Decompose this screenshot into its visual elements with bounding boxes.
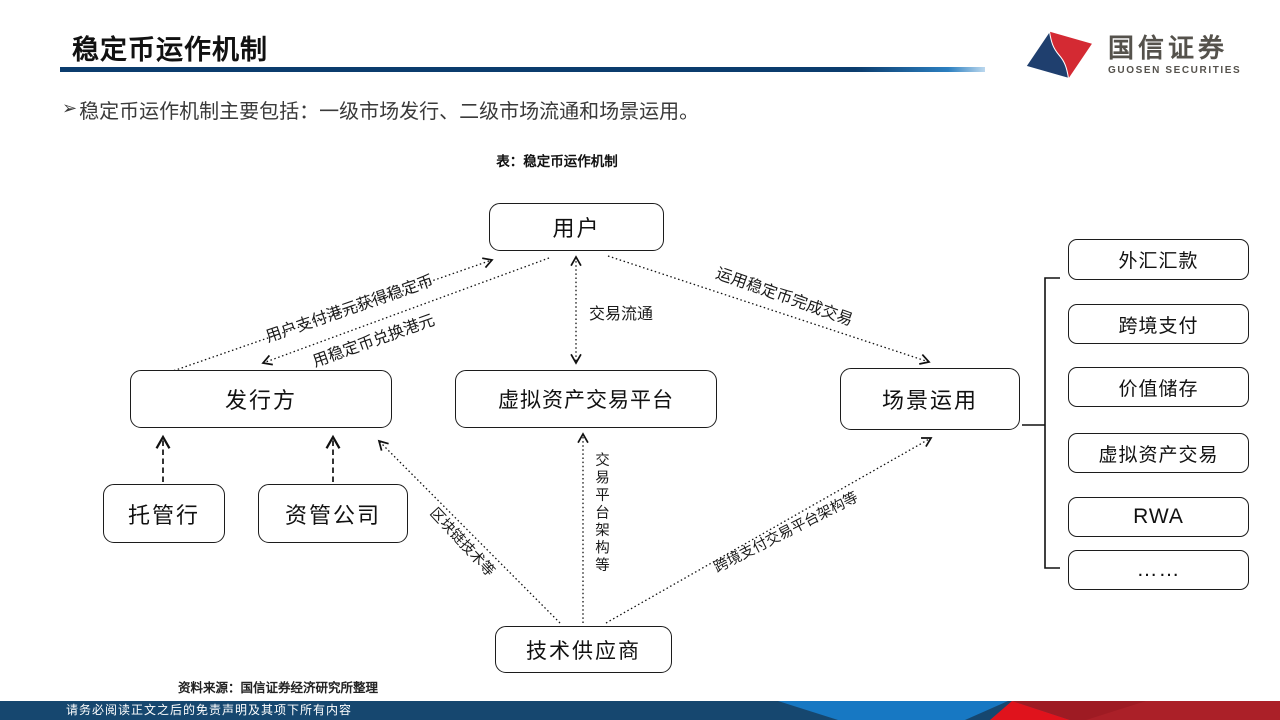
edge-label-use: 运用稳定币完成交易 [713,265,855,330]
logo-name-en: GUOSEN SECURITIES [1108,65,1242,77]
scenario-item-rwa: RWA [1068,497,1249,537]
edge-label-blockchain: 区块链技术等 [426,505,498,580]
logo: 国信证券 GUOSEN SECURITIES [1020,28,1241,82]
node-user: 用户 [489,203,664,251]
footer-disclaimer: 请务必阅读正文之后的免责声明及其项下所有内容 [66,703,353,717]
scenario-item-crossborder: 跨境支付 [1068,304,1249,344]
node-custodian: 托管行 [103,484,225,543]
edge-label-crossborder-arch: 跨境支付交易平台架构等 [711,489,861,577]
source-note: 资料来源：国信证券经济研究所整理 [178,681,379,695]
key-point: ➢ 稳定币运作机制主要包括：一级市场发行、二级市场流通和场景运用。 [62,95,822,124]
edge-label-platform-arch: 交易平台架构等 [593,452,609,575]
page-title: 稳定币运作机制 [72,35,268,65]
footer-decoration [778,701,1280,720]
scenario-item-remittance: 外汇汇款 [1068,239,1249,280]
node-asset-manager: 资管公司 [258,484,408,543]
edge-label-circulate: 交易流通 [589,306,654,323]
bullet-arrow-icon: ➢ [62,98,78,118]
footer-bar: 请务必阅读正文之后的免责声明及其项下所有内容 [0,701,1280,720]
node-scenario: 场景运用 [840,368,1020,430]
logo-name-cn: 国信证券 [1108,32,1229,63]
scenario-items-bracket [1022,277,1060,569]
scenario-item-more: …… [1068,550,1249,590]
title-underline [60,67,985,72]
node-platform: 虚拟资产交易平台 [455,370,717,428]
node-tech-supplier: 技术供应商 [495,626,672,673]
scenario-item-store-value: 价值储存 [1068,367,1249,407]
guosen-logo-icon [1025,30,1092,80]
key-point-text: 稳定币运作机制主要包括：一级市场发行、二级市场流通和场景运用。 [79,101,700,123]
edge-user-to-scenario [607,255,931,365]
logo-text: 国信证券 GUOSEN SECURITIES [1108,34,1241,77]
node-issuer: 发行方 [130,370,392,428]
figure-caption: 表：稳定币运作机制 [496,154,618,169]
scenario-item-va-trading: 虚拟资产交易 [1068,433,1249,473]
